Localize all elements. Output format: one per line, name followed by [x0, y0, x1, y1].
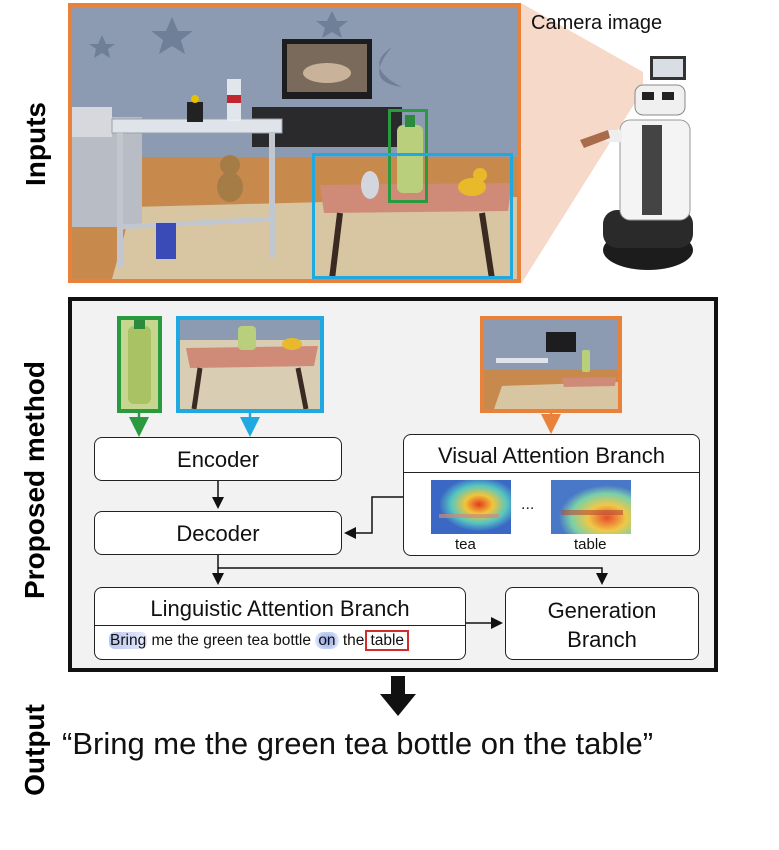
attention-caption-tea: tea	[455, 536, 476, 553]
visual-attention-branch-label: Visual Attention Branch	[437, 443, 666, 468]
attention-caption-table: table	[574, 536, 607, 553]
camera-image-label: Camera image	[531, 12, 663, 34]
room-scene-drawing	[72, 7, 517, 279]
lab-divider	[95, 625, 465, 626]
destination-crop-image	[176, 316, 324, 413]
target-object-box	[388, 109, 428, 203]
camera-thumbnail-image	[480, 316, 622, 413]
encoder-label: Encoder	[177, 447, 259, 472]
arrow-decoder-to-generation	[218, 567, 608, 585]
generation-branch-label-line2: Branch	[567, 627, 637, 652]
decoder-block: Decoder	[94, 511, 342, 555]
attention-map-tea	[431, 480, 511, 534]
attention-map-table	[551, 480, 631, 534]
destination-box	[312, 153, 513, 279]
token-the-2: the	[342, 632, 365, 649]
arrow-to-output	[380, 676, 416, 716]
token-tea: tea	[247, 632, 269, 649]
generation-branch-label-line1: Generation	[547, 598, 657, 623]
token-the-1: the	[177, 632, 199, 649]
attention-map-ellipsis: ...	[521, 496, 535, 513]
encoder-block: Encoder	[94, 437, 342, 481]
token-table: table	[365, 630, 410, 651]
generation-branch-block: Generation Branch	[505, 587, 699, 660]
token-on: on	[315, 632, 339, 649]
token-me: me	[151, 632, 174, 649]
linguistic-attention-branch-block: Linguistic Attention Branch Bring me the…	[94, 587, 466, 660]
decoder-label: Decoder	[176, 521, 260, 546]
token-green: green	[203, 632, 243, 649]
vab-divider	[404, 472, 699, 473]
target-crop-image	[117, 316, 162, 413]
arrow-vab-to-decoder	[344, 496, 403, 539]
token-bring: Bring	[109, 632, 148, 649]
output-sentence: “Bring me the green tea bottle on the ta…	[62, 726, 654, 761]
robot-illustration	[580, 56, 693, 270]
token-bottle: bottle	[273, 632, 311, 649]
linguistic-attention-branch-label: Linguistic Attention Branch	[150, 596, 410, 621]
camera-scene-image	[68, 3, 521, 283]
